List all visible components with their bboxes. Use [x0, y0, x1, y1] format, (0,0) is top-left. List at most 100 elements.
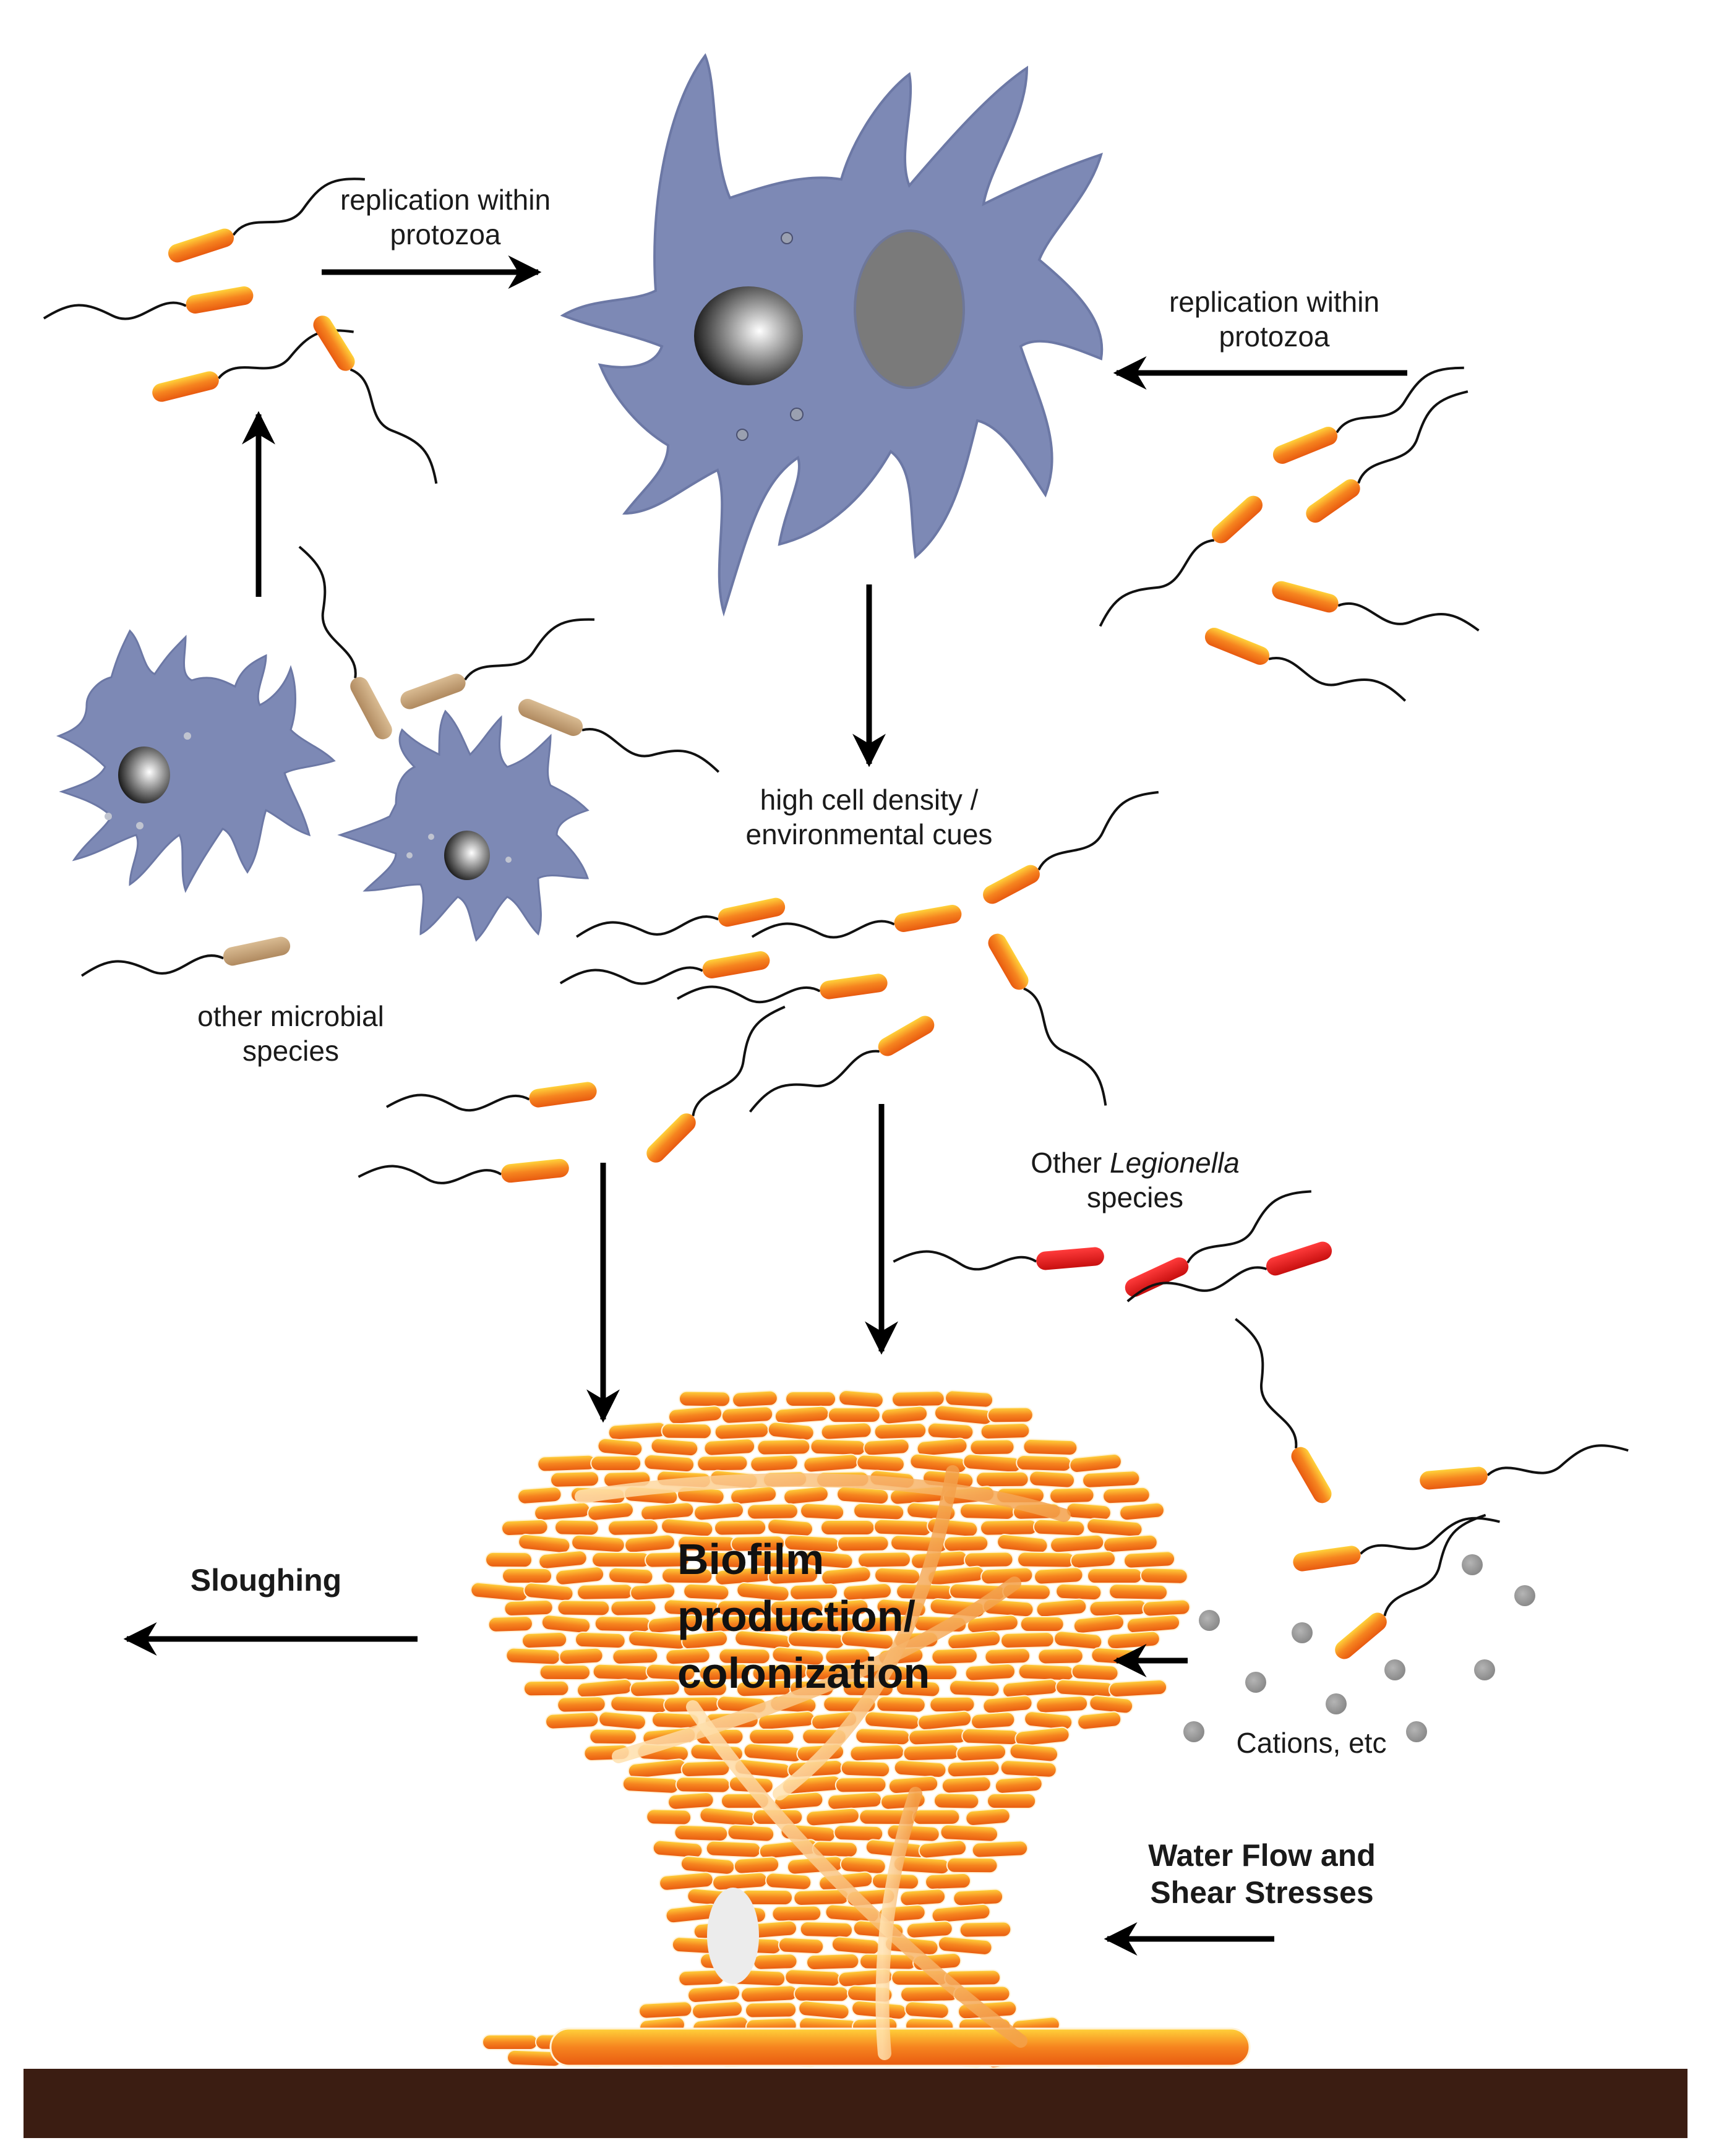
label-line: Shear Stresses [1150, 1875, 1374, 1910]
legionella-bacterium [559, 951, 770, 985]
label-sloughing: Sloughing [155, 1562, 377, 1599]
biofilm-cell [504, 1599, 554, 1617]
biofilm-cell [674, 1824, 729, 1842]
biofilm-cell [964, 1551, 1014, 1568]
amoeba-nucleus [444, 831, 490, 880]
bacterium-cell [501, 1158, 569, 1183]
biofilm-cell [591, 1551, 651, 1568]
biofilm-cell [555, 1566, 605, 1586]
biofilm-cell [550, 1471, 600, 1488]
biofilm-filament [686, 1700, 1027, 2048]
biofilm-cell [683, 1583, 730, 1601]
amoeba-nucleus [694, 286, 803, 385]
biofilm-cell [1009, 1743, 1059, 1763]
biofilm-cell [803, 1453, 859, 1473]
biofilm-cell [945, 1390, 994, 1408]
biofilm-cell [987, 1406, 1034, 1424]
legionella-bacterium [1420, 1444, 1629, 1490]
biofilm-cell [827, 1791, 883, 1811]
biofilm-cell [800, 1502, 845, 1521]
biofilm-cell [747, 1503, 799, 1520]
biofilm-filament [612, 1576, 1021, 1763]
biofilm-cell [876, 1696, 926, 1713]
cation-dot [1474, 1659, 1495, 1680]
amoeba-body-small [56, 629, 336, 893]
label-line: replication within [340, 184, 551, 216]
vesicle [184, 732, 191, 740]
biofilm-cell [806, 1953, 860, 1971]
biofilm-cell [652, 1839, 703, 1859]
biofilm-cell [971, 1840, 1029, 1859]
label-line: protozoa [390, 218, 501, 250]
biofilm-cell [821, 1566, 872, 1586]
biofilm-cell [700, 1614, 753, 1634]
legionella-bacterium [1099, 495, 1263, 627]
bacterium-cell [646, 1113, 696, 1163]
biofilm-cell [590, 1455, 642, 1472]
cation-dot [1292, 1622, 1313, 1643]
biofilm-cell [946, 1760, 1000, 1778]
legionella-bacterium [168, 178, 366, 263]
biofilm-cell [891, 1390, 945, 1408]
biofilm-cell [1073, 1614, 1125, 1634]
biofilm-cell [665, 1647, 711, 1666]
biofilm-cell [765, 1872, 812, 1891]
biofilm-cell [697, 1455, 748, 1472]
biofilm-cell [610, 1599, 657, 1617]
biofilm-cell [622, 1776, 680, 1794]
biofilm-cell [994, 1776, 1043, 1794]
biofilm-filament [773, 1465, 959, 1800]
biofilm-cell [1016, 1455, 1072, 1472]
protozoa-host-small-1 [56, 629, 336, 893]
cation-dot [1406, 1721, 1427, 1742]
biofilm-cell [856, 1454, 905, 1473]
biofilm-cell [487, 1615, 533, 1633]
biofilm-cell [1069, 1453, 1122, 1473]
biofilm-cell [931, 1648, 978, 1665]
bacterium-cell [186, 286, 254, 314]
legionella-bacterium [1306, 390, 1469, 523]
bacterium-cell [1272, 427, 1338, 464]
biofilm-cell [682, 1680, 727, 1697]
bacterium-cell [400, 674, 466, 709]
biofilm-cell [794, 1985, 849, 2003]
biofilm-cell [899, 1888, 946, 1907]
legionella-bacterium [751, 905, 962, 939]
biofilm-cell [1142, 1599, 1191, 1617]
biofilm-cell [679, 1390, 731, 1408]
flagellum [748, 1050, 880, 1113]
biofilm-cell [911, 1664, 958, 1681]
bacterium-cell [702, 951, 770, 978]
biofilm-cell [712, 1872, 768, 1891]
label-water-flow-shear: Water Flow and Shear Stresses [1113, 1837, 1410, 1911]
biofilm-cell [687, 1985, 741, 2003]
label-high-cell-density: high cell density / environmental cues [699, 782, 1039, 852]
biofilm-cell [698, 1551, 745, 1568]
biofilm-cell [1014, 1726, 1070, 1747]
biofilm-cell [1102, 1486, 1151, 1505]
cation-dot [1326, 1693, 1347, 1714]
amoeba-body-small [337, 709, 590, 942]
biofilm-cell [608, 1567, 654, 1585]
biofilm-cell [630, 1583, 676, 1601]
bacterium-cell [1036, 1247, 1104, 1270]
legionella-bacterium [1335, 1513, 1486, 1659]
flagellum [1337, 602, 1480, 632]
biofilm-cell [661, 1518, 714, 1538]
other-microbe-bacterium [400, 618, 595, 709]
biofilm-cell [661, 1422, 713, 1440]
biofilm-cell [750, 1454, 799, 1473]
biofilm-cell [629, 1679, 680, 1698]
flagellum [1268, 656, 1407, 702]
biofilm-cell [732, 1390, 778, 1408]
biofilm-cell [843, 1583, 893, 1601]
label-line: Sloughing [190, 1563, 342, 1598]
vesicle [505, 857, 512, 863]
label-line: other microbial [197, 1000, 384, 1032]
biofilm-cell [545, 1711, 599, 1730]
biofilm-cell [612, 1648, 659, 1665]
biofilm-cell [959, 1921, 1012, 1938]
biofilm-cell [953, 1888, 1004, 1907]
legionella-bacterium [1272, 581, 1480, 632]
